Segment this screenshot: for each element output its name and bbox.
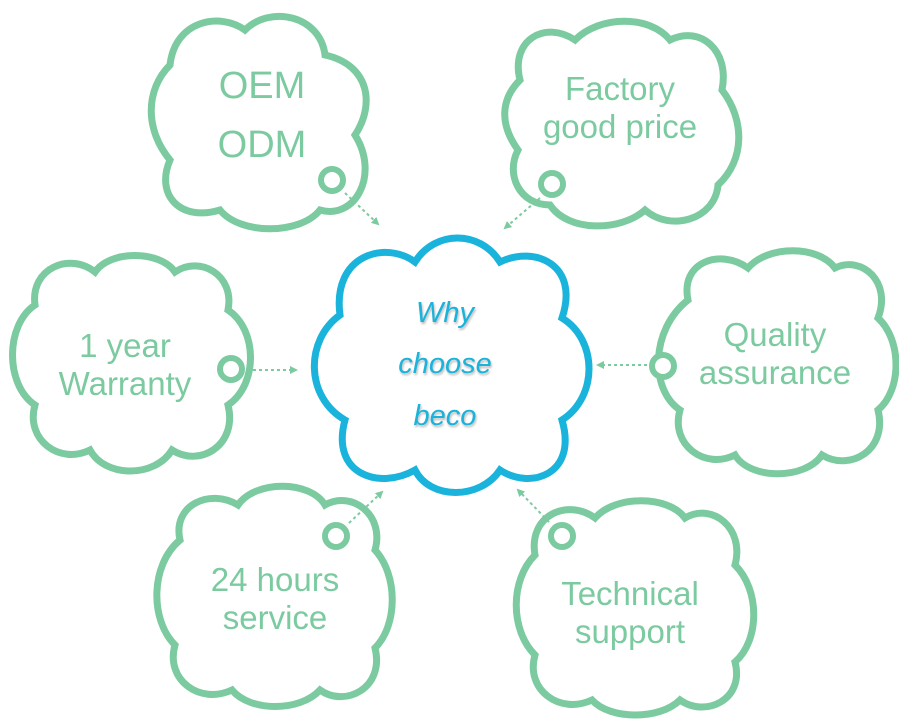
node-warranty-connector-dot (217, 355, 245, 383)
node-factory-connector-dot (538, 170, 566, 198)
node-technical-label: Technical support (535, 565, 725, 661)
node-factory-label: Factory good price (520, 60, 720, 156)
node-oem-odm-arrow (344, 192, 380, 226)
node-technical-shape (512, 497, 758, 719)
node-oem-odm-shape (147, 12, 370, 233)
node-warranty-line-2: Warranty (58, 365, 192, 402)
node-service-line-2: service (222, 599, 328, 636)
center-quatrefoil (310, 234, 593, 496)
center-label-line-2: choose (398, 348, 492, 381)
node-quality-line-1: Quality (723, 316, 827, 354)
node-quality-shape (654, 247, 899, 478)
node-service-line-1: 24 hours (210, 561, 340, 599)
center-label: Why choose beco (345, 275, 545, 455)
node-technical-line-2: support (574, 613, 686, 650)
node-quality-line-2: assurance (698, 354, 852, 391)
node-warranty-shape (9, 252, 254, 475)
node-oem-odm-line-2: ODM (217, 124, 307, 166)
node-technical-arrow (516, 488, 550, 523)
node-factory-shape (501, 17, 743, 230)
node-quality-connector-dot (649, 352, 677, 380)
node-technical-connector-dot (548, 522, 576, 550)
node-service-connector-dot (322, 522, 350, 550)
center-label-line-1: Why (416, 296, 474, 329)
node-warranty-line-1: 1 year (79, 327, 171, 365)
node-oem-odm-connector-dot (318, 166, 346, 194)
node-technical-line-1: Technical (561, 575, 699, 613)
node-service-label: 24 hours service (180, 553, 370, 645)
node-service-arrow (348, 490, 384, 524)
node-factory-line-1: Factory (564, 70, 676, 108)
node-factory-arrow (503, 197, 541, 230)
center-label-line-3: beco (413, 399, 477, 432)
node-oem-odm-label: OEM ODM (172, 55, 352, 177)
node-oem-odm-line-1: OEM (218, 65, 306, 108)
node-quality-label: Quality assurance (680, 310, 870, 398)
node-factory-line-2: good price (542, 108, 698, 145)
node-warranty-label: 1 year Warranty (30, 322, 220, 408)
